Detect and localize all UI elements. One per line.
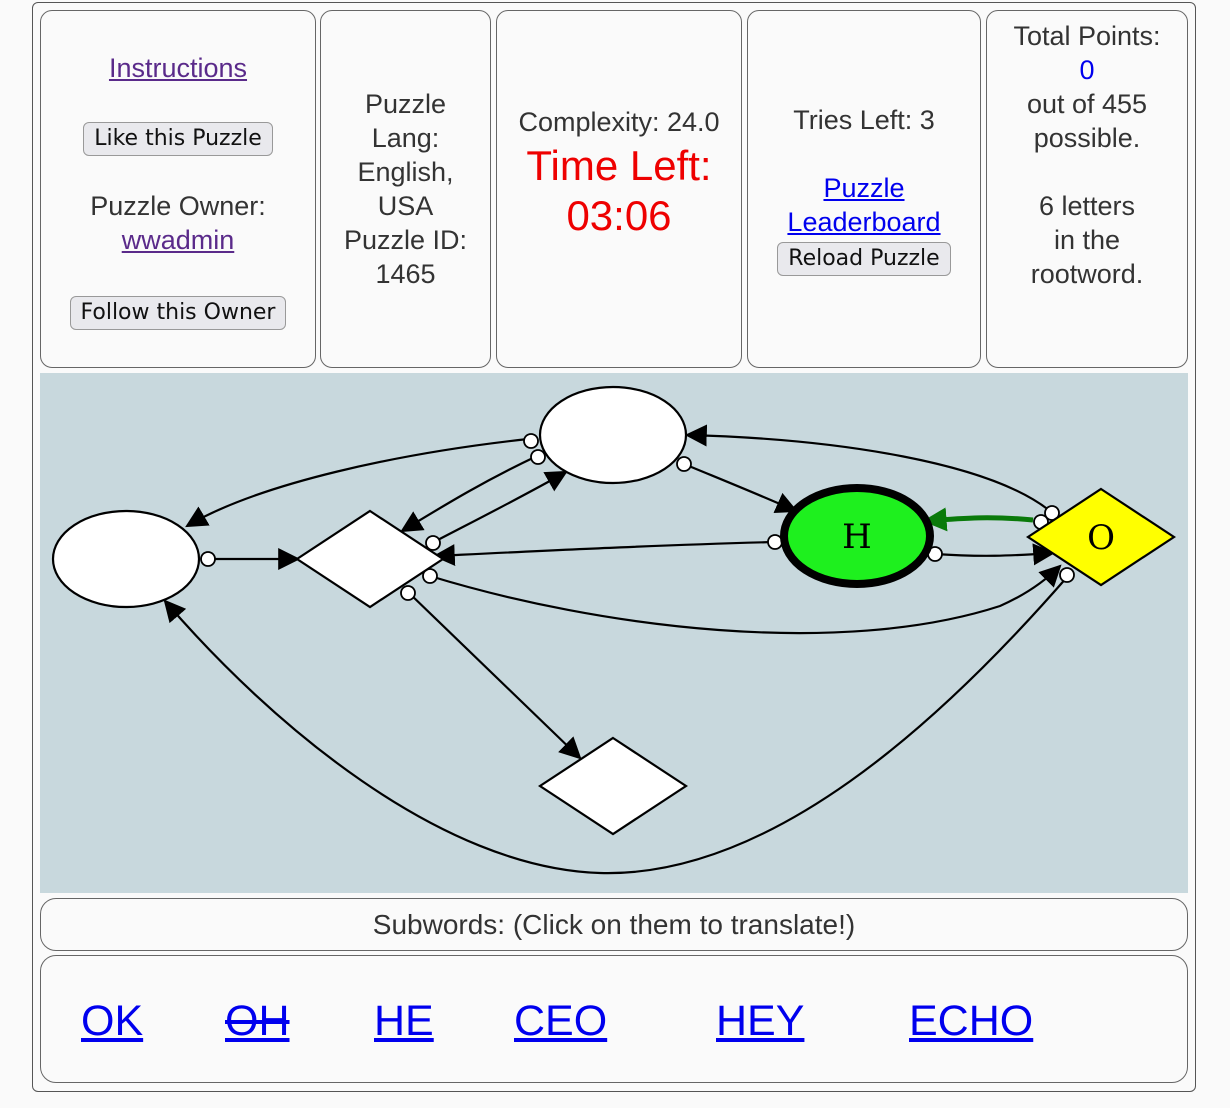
graph-node-diamond-center[interactable] <box>294 509 446 609</box>
puzzle-id: 1465 <box>375 259 436 289</box>
graph-edge <box>429 564 1062 635</box>
subwords-list: OK OH HE CEO HEY ECHO <box>40 955 1188 1083</box>
time-left-label: Time Left: <box>526 142 712 189</box>
letters-count: 6 letters <box>1038 191 1136 221</box>
highlight-edge <box>922 507 1034 532</box>
like-puzzle-button[interactable]: Like this Puzzle <box>83 122 273 156</box>
graph-edge <box>163 575 1069 875</box>
complexity-text: Complexity: 24.0 <box>518 107 720 137</box>
edge-origin-dot <box>425 535 441 551</box>
total-points-label: Total Points: <box>1013 21 1161 51</box>
graph-edge <box>185 437 529 528</box>
edge-origin-dot <box>530 449 546 465</box>
graph-node-top[interactable] <box>538 385 688 485</box>
reload-puzzle-button[interactable]: Reload Puzzle <box>777 242 951 276</box>
edge-origin-dot <box>767 534 783 550</box>
subwords-header-text: Subwords: (Click on them to translate!) <box>372 909 856 940</box>
points-out-of: out of 455 <box>1026 89 1148 119</box>
letters-line: in the <box>1053 225 1121 255</box>
graph-edge <box>400 455 538 533</box>
graph-node-o-label: O <box>1087 518 1115 558</box>
tries-left: Tries Left: 3 <box>793 105 935 135</box>
instructions-link[interactable]: Instructions <box>108 53 248 83</box>
graph-edge <box>684 424 1051 512</box>
leaderboard-link-line2: Leaderboard <box>787 207 941 237</box>
edge-origin-dot <box>1059 567 1075 583</box>
subword-link[interactable]: OK <box>81 997 144 1045</box>
points-possible: possible. <box>1033 123 1141 153</box>
edge-origin-dot <box>523 433 539 449</box>
edge-origin-dot <box>200 551 216 567</box>
letters-line: rootword. <box>1030 259 1144 289</box>
subword-link[interactable]: ECHO <box>909 997 1034 1045</box>
time-left-value: 03:06 <box>566 192 672 239</box>
subword-link[interactable]: OH <box>225 997 290 1045</box>
subword-link[interactable]: CEO <box>514 997 608 1045</box>
leaderboard-link[interactable]: Puzzle Leaderboard <box>787 173 940 237</box>
edge-origin-dot <box>400 585 416 601</box>
follow-owner-button[interactable]: Follow this Owner <box>69 296 287 330</box>
subword-link[interactable]: HEY <box>716 997 805 1045</box>
graph-edge <box>432 540 776 567</box>
owner-caption: Puzzle Owner: <box>90 191 266 221</box>
timer-panel: Complexity: 24.0 Time Left: 03:06 <box>496 10 742 368</box>
graph-edge <box>683 462 799 514</box>
subword-link[interactable]: HE <box>374 997 434 1045</box>
leaderboard-link-line1: Puzzle <box>823 173 905 203</box>
graph-node-h[interactable] <box>780 484 934 588</box>
graph-node-left[interactable] <box>51 509 201 609</box>
info-line: USA <box>377 191 434 221</box>
letter-graph: H O <box>40 373 1188 893</box>
graph-node-diamond-bottom[interactable] <box>537 736 689 836</box>
subwords-header: Subwords: (Click on them to translate!) <box>40 898 1188 951</box>
edge-origin-dot <box>422 568 438 584</box>
graph-node-o[interactable] <box>1025 487 1177 587</box>
tries-panel: Tries Left: 3 Puzzle Leaderboard Reload … <box>747 10 981 368</box>
graph-edge <box>407 591 582 760</box>
graph-edge <box>431 470 568 544</box>
info-line: Lang: <box>371 123 440 153</box>
owner-panel: Instructions Like this Puzzle Puzzle Own… <box>40 10 316 368</box>
owner-link[interactable]: wwadmin <box>121 225 235 255</box>
info-line: Puzzle <box>364 89 447 119</box>
graph-edge <box>934 543 1056 566</box>
info-line: Puzzle ID: <box>343 225 468 255</box>
points-value: 0 <box>1079 55 1095 85</box>
puzzle-info-panel: Puzzle Lang: English, USA Puzzle ID: 146… <box>320 10 491 368</box>
edge-origin-dot <box>676 456 692 472</box>
points-panel: Total Points: 0 out of 455 possible. 6 l… <box>986 10 1188 368</box>
graph-node-h-label: H <box>842 517 872 557</box>
info-line: English, <box>357 157 454 187</box>
